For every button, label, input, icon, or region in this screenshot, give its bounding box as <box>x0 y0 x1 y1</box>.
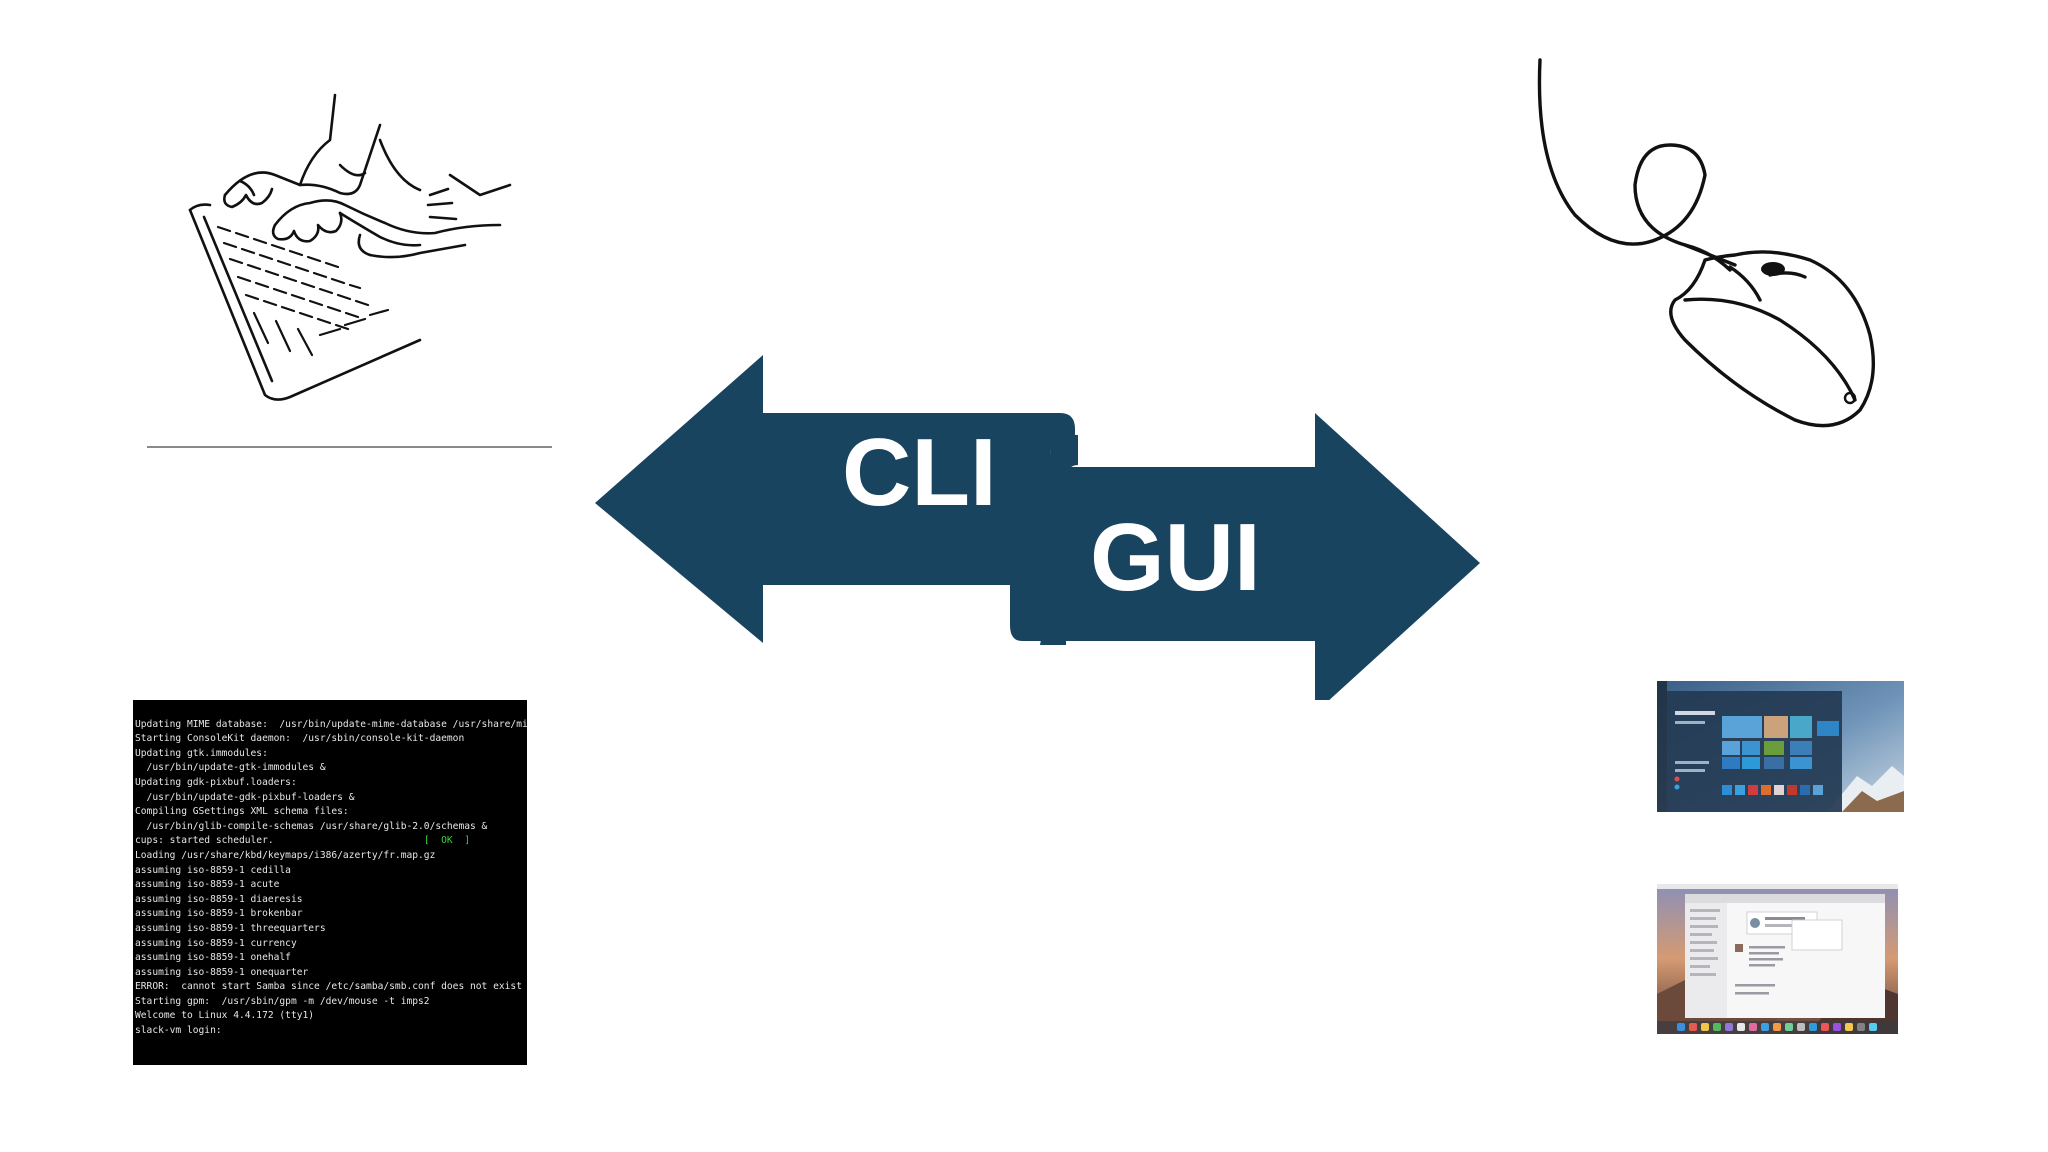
terminal-line: ERROR: cannot start Samba since /etc/sam… <box>135 981 522 993</box>
terminal-line: Welcome to Linux 4.4.172 (tty1) <box>135 1010 315 1022</box>
cli-gui-arrows: CLI GUI <box>595 355 1480 700</box>
gui-label: GUI <box>1090 504 1261 611</box>
cli-label: CLI <box>842 419 997 526</box>
terminal-line: Starting gpm: /usr/sbin/gpm -m /dev/mous… <box>135 995 430 1007</box>
terminal-line: Updating gtk.immodules: <box>135 747 268 759</box>
terminal-line: /usr/bin/update-gtk-immodules & <box>135 762 326 774</box>
terminal-line: /usr/bin/update-gdk-pixbuf-loaders & <box>135 791 355 803</box>
terminal-line: assuming iso-8859-1 acute <box>135 879 280 891</box>
hands-typing-keyboard-icon <box>188 93 512 401</box>
cli-arrow <box>595 355 1075 643</box>
terminal-line: assuming iso-8859-1 diaeresis <box>135 893 303 905</box>
terminal-line: cups: started scheduler. [ OK ] <box>135 835 471 847</box>
terminal-line: Updating gdk-pixbuf.loaders: <box>135 776 297 788</box>
computer-mouse-icon <box>1537 58 1876 428</box>
terminal-line: Updating MIME database: /usr/bin/update-… <box>135 718 527 730</box>
terminal-line: slack-vm login: <box>135 1025 222 1037</box>
terminal-line: assuming iso-8859-1 currency <box>135 937 297 949</box>
terminal-line: Starting ConsoleKit daemon: /usr/sbin/co… <box>135 733 465 745</box>
terminal-line: Loading /usr/share/kbd/keymaps/i386/azer… <box>135 849 436 861</box>
terminal-line: assuming iso-8859-1 threequarters <box>135 922 326 934</box>
terminal-line: assuming iso-8859-1 brokenbar <box>135 908 303 920</box>
macos-desktop-screenshot <box>1657 884 1898 1034</box>
terminal-line: assuming iso-8859-1 onehalf <box>135 952 291 964</box>
terminal-line: assuming iso-8859-1 onequarter <box>135 966 309 978</box>
terminal-line: /usr/bin/glib-compile-schemas /usr/share… <box>135 820 488 832</box>
divider-line <box>147 446 552 448</box>
terminal-ok-status: [ OK ] <box>423 835 471 847</box>
gui-arrow <box>1010 413 1480 700</box>
terminal-line: Compiling GSettings XML schema files: <box>135 806 349 818</box>
terminal-line: assuming iso-8859-1 cedilla <box>135 864 291 876</box>
windows-desktop-screenshot <box>1657 681 1904 812</box>
terminal-screenshot: Updating MIME database: /usr/bin/update-… <box>133 700 527 1065</box>
